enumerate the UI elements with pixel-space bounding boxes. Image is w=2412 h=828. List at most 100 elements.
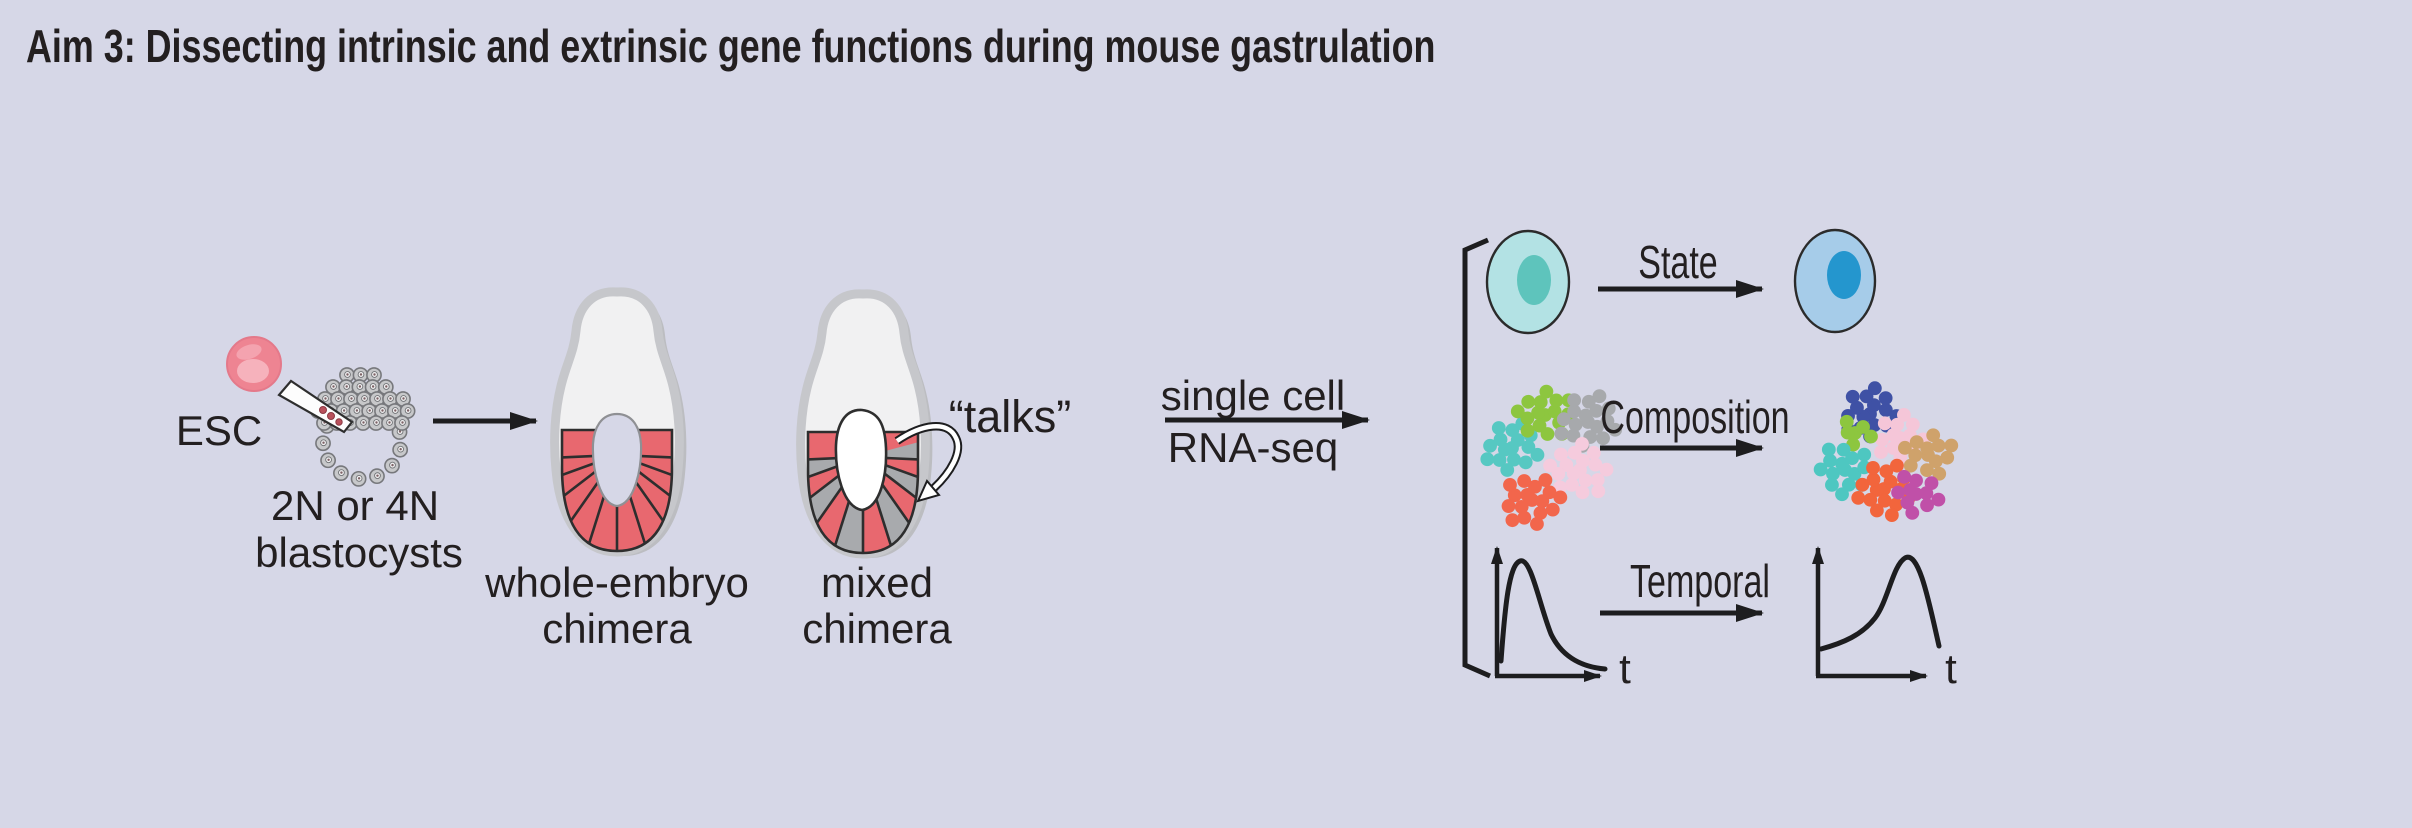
- temporal-plot-before: t: [1491, 546, 1631, 692]
- cluster-dot: [1601, 401, 1616, 416]
- mixed-chimera: [796, 289, 933, 559]
- cluster-dot: [1891, 485, 1905, 500]
- cluster-dot: [1850, 400, 1864, 415]
- cluster-dot: [1866, 472, 1881, 487]
- talks-arrow: [894, 422, 963, 503]
- host-segment: [863, 457, 918, 543]
- cluster-dot: [1869, 503, 1884, 518]
- cluster-dot: [1520, 423, 1535, 438]
- cluster-dot: [1554, 426, 1569, 441]
- blastocyst-cell-dot: [376, 397, 379, 400]
- cluster-dot: [1944, 438, 1959, 453]
- host-segment: [863, 457, 918, 553]
- cluster-dot: [1591, 484, 1606, 499]
- talks-label: “talks”: [949, 391, 1072, 442]
- page-title: Aim 3: Dissecting intrinsic and extrinsi…: [26, 21, 1435, 72]
- cluster-dot: [1589, 403, 1604, 418]
- cluster-dot: [1836, 442, 1851, 457]
- cluster-dot: [1909, 435, 1924, 450]
- cluster-dot: [1559, 458, 1574, 472]
- cluster-dot: [1821, 442, 1836, 457]
- blastocyst-cell-dot: [358, 385, 362, 388]
- blastocyst-label-line2: blastocysts: [255, 529, 463, 576]
- state-label-group: State: [1638, 236, 1717, 288]
- cluster-dot: [1531, 405, 1546, 420]
- cluster-dot: [1823, 453, 1837, 468]
- host-segment: [808, 457, 863, 553]
- whole-embryo-label-line1: whole-embryo: [484, 559, 749, 606]
- cluster-dot: [1845, 451, 1860, 466]
- blastocyst-cell-dot: [342, 409, 346, 412]
- analysis-bracket: [1462, 237, 1492, 679]
- micropipette: [277, 379, 354, 434]
- time-axis-label: t: [1619, 645, 1631, 692]
- temporal-plot-after: t: [1812, 546, 1957, 692]
- cluster-dot: [1847, 466, 1862, 481]
- cluster-dot: [1533, 506, 1548, 520]
- segment-line: [562, 463, 606, 542]
- scrnaseq-transition: single cell RNA-seq: [1161, 372, 1370, 471]
- whole-embryo-chimera: [550, 287, 687, 557]
- cluster-dot: [1826, 466, 1840, 481]
- cluster-dot: [1540, 427, 1555, 441]
- state-row: State: [1485, 228, 1877, 335]
- blastocyst-cell-dot: [350, 397, 353, 400]
- composition-cluster-after: [1813, 381, 1959, 522]
- cluster-dot: [1507, 452, 1521, 467]
- cluster-dot: [1931, 492, 1946, 507]
- segment-line: [877, 461, 918, 507]
- cluster-dot: [1926, 428, 1941, 443]
- cluster-dot: [1884, 508, 1899, 522]
- host-segment: [863, 432, 918, 464]
- cluster-dot: [1840, 425, 1855, 440]
- cluster-dot: [1877, 493, 1892, 508]
- cluster-dot: [1841, 477, 1856, 492]
- cluster-dot: [1507, 488, 1522, 503]
- amnion-blob: [834, 408, 888, 512]
- segment-line: [562, 459, 603, 505]
- blastocyst-cell-dot: [363, 397, 366, 400]
- blastocyst-cell-dot: [391, 463, 394, 467]
- cluster-dot: [1855, 477, 1870, 492]
- pipette-cell: [335, 418, 343, 426]
- blastocyst-cell-dot: [371, 385, 375, 388]
- cluster-dot: [1501, 499, 1516, 513]
- blastocyst-cell-dot: [398, 430, 402, 433]
- cluster-dot: [1505, 423, 1520, 438]
- cluster-dot: [1920, 463, 1934, 477]
- esc-cell-highlight: [236, 344, 262, 360]
- cluster-dot: [1835, 456, 1849, 471]
- cluster-dot: [1549, 393, 1564, 408]
- cluster-dot: [1940, 450, 1955, 465]
- blastocyst-cell-dot: [357, 477, 361, 480]
- segment-line: [878, 456, 918, 465]
- cluster-dot: [1517, 510, 1532, 525]
- early-peak-curve: [1498, 558, 1608, 672]
- cluster-dot: [1518, 455, 1533, 470]
- cluster-dot: [1851, 490, 1866, 505]
- amniotic-cavity: [591, 412, 643, 508]
- cluster-dot: [1900, 495, 1915, 510]
- blastocyst-cell-dot: [402, 397, 405, 400]
- cluster-dot: [1588, 457, 1603, 472]
- cluster-dot: [1890, 458, 1904, 473]
- cluster-dot: [1835, 487, 1849, 502]
- cluster-dot: [1924, 476, 1939, 491]
- blastocyst-cell-dot: [324, 397, 327, 400]
- cluster-dot: [1528, 479, 1542, 494]
- cluster-dot: [1897, 407, 1911, 422]
- blastocyst-label-line1: 2N or 4N: [271, 482, 439, 529]
- cluster-dot: [1890, 417, 1905, 432]
- cluster-dot: [1883, 474, 1898, 489]
- cluster-dot: [1530, 447, 1545, 462]
- scrnaseq-label-top: single cell: [1161, 372, 1345, 419]
- cluster-dot: [1575, 485, 1590, 500]
- talks-arrow-head: [916, 479, 941, 503]
- cluster-dot: [1875, 432, 1890, 447]
- segment-line: [562, 467, 609, 551]
- cluster-dot: [1542, 485, 1557, 500]
- mixed-label-line1: mixed: [821, 559, 933, 606]
- cluster-dot: [1545, 502, 1560, 517]
- cluster-dot: [1517, 474, 1532, 488]
